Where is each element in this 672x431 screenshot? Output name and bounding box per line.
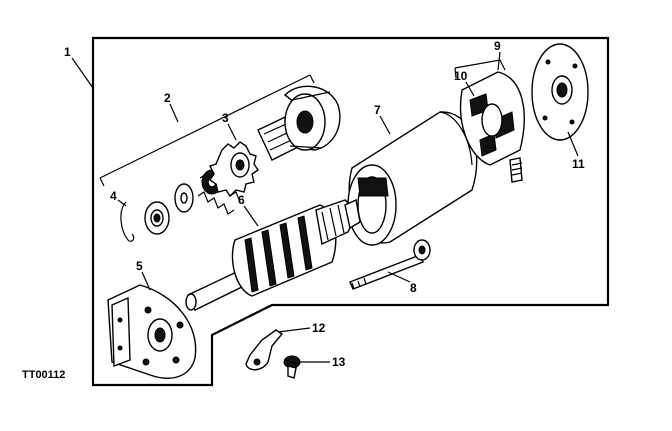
- leader-lines: [71, 51, 579, 363]
- callout-9: 9: [494, 39, 501, 53]
- armature-part: [185, 198, 361, 311]
- retaining-clip-part: [120, 201, 135, 242]
- callout-10: 10: [454, 69, 468, 83]
- callout-12: 12: [312, 321, 326, 335]
- callout-1: 1: [64, 45, 71, 59]
- brush-end-cap-part: [459, 71, 525, 183]
- mounting-bracket-part: [107, 284, 197, 379]
- callout-2: 2: [164, 91, 171, 105]
- callout-8: 8: [410, 281, 417, 295]
- stop-collar-part: [144, 201, 170, 235]
- figure-code: TT00112: [22, 369, 65, 381]
- screw-part: [283, 355, 301, 379]
- assembly-frame: [91, 36, 610, 387]
- callout-4: 4: [110, 189, 117, 203]
- through-bolt-part: [349, 239, 431, 290]
- field-housing-part: [347, 111, 478, 246]
- drive-end-cap-part: [283, 85, 341, 151]
- callout-6: 6: [238, 193, 245, 207]
- callout-11: 11: [572, 157, 585, 171]
- callout-3: 3: [222, 111, 229, 125]
- callout-7: 7: [374, 103, 381, 117]
- end-cover-part: [531, 43, 589, 141]
- callout-13: 13: [332, 355, 346, 369]
- terminal-strap-part: [245, 329, 284, 371]
- pinion-gear-part: [209, 141, 259, 198]
- thrust-washer-part: [174, 183, 194, 213]
- brush-group-bracket: [454, 59, 506, 79]
- callout-5: 5: [136, 259, 143, 273]
- drive-group-bracket: [99, 74, 315, 187]
